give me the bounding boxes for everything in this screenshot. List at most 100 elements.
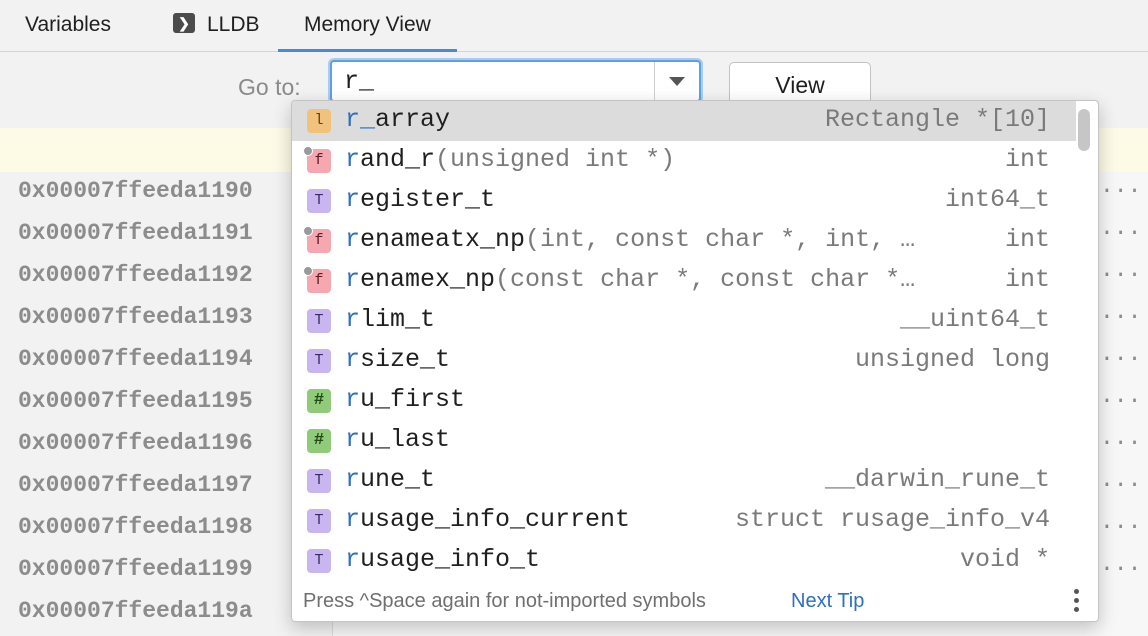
- typedef-icon: T: [307, 469, 331, 493]
- completion-match: r: [345, 425, 361, 454]
- completion-match: r: [345, 385, 361, 414]
- completion-rest: enameatx_np: [360, 225, 526, 254]
- completion-item-name: rsize_t: [345, 345, 450, 374]
- tab-memory-view[interactable]: Memory View: [278, 0, 457, 53]
- completion-item-name: rune_t: [345, 465, 435, 494]
- function-icon: f: [303, 146, 331, 173]
- completion-item[interactable]: # ru_last: [292, 421, 1076, 461]
- completion-rest: une_t: [360, 465, 436, 494]
- memory-address: 0x00007ffeeda1192: [18, 262, 253, 288]
- completion-item[interactable]: T rune_t __darwin_rune_t: [292, 461, 1076, 501]
- tab-variables[interactable]: Variables: [25, 0, 111, 52]
- completion-item[interactable]: T rsize_t unsigned long: [292, 341, 1076, 381]
- completion-match: r: [345, 225, 361, 254]
- completion-match: r: [345, 145, 361, 174]
- completion-item[interactable]: T rusage_info_current struct rusage_info…: [292, 501, 1076, 541]
- memory-row-overflow: ···: [1100, 388, 1142, 414]
- next-tip-link[interactable]: Next Tip: [791, 590, 865, 612]
- completion-item-type: int: [1004, 145, 1050, 174]
- goto-combobox[interactable]: r_: [330, 60, 701, 102]
- goto-label: Go to:: [238, 74, 301, 100]
- completion-rest: egister_t: [360, 185, 496, 214]
- completion-item[interactable]: f renamex_np(const char *, const char *……: [292, 261, 1076, 301]
- completion-params: (unsigned int *): [435, 145, 676, 174]
- active-tab-indicator: [278, 49, 457, 53]
- completion-item-name: ru_last: [345, 425, 450, 454]
- completion-match: r: [345, 305, 361, 334]
- goto-input[interactable]: r_: [344, 67, 375, 96]
- function-icon: f: [303, 226, 331, 253]
- completion-match: r: [345, 505, 361, 534]
- memory-row-overflow: ···: [1100, 514, 1142, 540]
- typedef-icon: T: [307, 189, 331, 213]
- completion-item[interactable]: f renameatx_np(int, const char *, int, ……: [292, 221, 1076, 261]
- completion-rest: lim_t: [360, 305, 436, 334]
- completion-match: r: [345, 345, 361, 374]
- badge-letter: f: [314, 232, 324, 249]
- memory-address: 0x00007ffeeda1197: [18, 472, 253, 498]
- completion-match: r: [345, 545, 361, 574]
- completion-item-name: ru_first: [345, 385, 465, 414]
- pin-icon: [303, 146, 313, 156]
- completion-item[interactable]: T rusage_info_t void *: [292, 541, 1076, 581]
- completion-item[interactable]: T rlim_t __uint64_t: [292, 301, 1076, 341]
- tab-variables-label: Variables: [25, 13, 111, 36]
- memory-row-overflow: ···: [1100, 472, 1142, 498]
- local-variable-icon: l: [307, 109, 331, 133]
- completion-item-type: __darwin_rune_t: [824, 465, 1050, 494]
- completion-item[interactable]: # ru_first: [292, 381, 1076, 421]
- completion-item-type: int: [1004, 265, 1050, 294]
- address-column: [0, 172, 333, 636]
- memory-row-overflow: ···: [1100, 304, 1142, 330]
- popup-scrollbar[interactable]: [1078, 109, 1090, 151]
- completion-item-name: renamex_np(const char *, const char *…: [345, 265, 915, 294]
- tab-lldb-label: LLDB: [207, 13, 260, 36]
- completion-item[interactable]: l r_array Rectangle *[10]: [292, 101, 1076, 141]
- completion-rest: usage_info_current: [360, 505, 631, 534]
- popup-footer: Press ^Space again for not-imported symb…: [292, 581, 1098, 621]
- memory-row-overflow: ···: [1100, 220, 1142, 246]
- footer-hint: Press ^Space again for not-imported symb…: [303, 590, 706, 612]
- chevron-down-icon[interactable]: [669, 77, 685, 86]
- memory-address: 0x00007ffeeda119a: [18, 598, 253, 624]
- completion-rest: array: [375, 105, 451, 134]
- memory-row-overflow: ···: [1100, 262, 1142, 288]
- completion-rest: u_first: [360, 385, 466, 414]
- completion-item-type: int: [1004, 225, 1050, 254]
- completion-item-type: unsigned long: [854, 345, 1050, 374]
- tab-memory-view-label: Memory View: [304, 13, 431, 36]
- more-options-icon[interactable]: [1074, 589, 1079, 613]
- memory-row-overflow: ···: [1100, 556, 1142, 582]
- completion-rest: size_t: [360, 345, 451, 374]
- tab-bar: Variables ❯ LLDB Memory View: [0, 0, 1148, 53]
- typedef-icon: T: [307, 549, 331, 573]
- completion-item-type: Rectangle *[10]: [824, 105, 1050, 134]
- badge-letter: f: [314, 152, 324, 169]
- completion-rest: enamex_np: [360, 265, 496, 294]
- pin-icon: [303, 226, 313, 236]
- completion-item-name: register_t: [345, 185, 495, 214]
- memory-row-overflow: ···: [1100, 178, 1142, 204]
- completion-item[interactable]: T register_t int64_t: [292, 181, 1076, 221]
- completion-params: (const char *, const char *…: [495, 265, 916, 294]
- completion-match: r: [345, 265, 361, 294]
- typedef-icon: T: [307, 309, 331, 333]
- completion-item-name: renameatx_np(int, const char *, int, …: [345, 225, 915, 254]
- completion-match: r_: [345, 105, 376, 134]
- pin-icon: [303, 266, 313, 276]
- view-button[interactable]: View: [729, 62, 871, 106]
- memory-address: 0x00007ffeeda1190: [18, 178, 253, 204]
- completion-item-name: rusage_info_current: [345, 505, 630, 534]
- completion-params: (int, const char *, int, …: [525, 225, 916, 254]
- memory-address: 0x00007ffeeda1193: [18, 304, 253, 330]
- terminal-icon: ❯: [173, 13, 195, 34]
- memory-address: 0x00007ffeeda1199: [18, 556, 253, 582]
- completion-rest: usage_info_t: [360, 545, 541, 574]
- memory-row-overflow: ···: [1100, 346, 1142, 372]
- memory-address: 0x00007ffeeda1196: [18, 430, 253, 456]
- completion-popup: l r_array Rectangle *[10] f rand_r(unsig…: [291, 100, 1099, 622]
- tab-lldb[interactable]: ❯ LLDB: [173, 0, 260, 52]
- completion-item[interactable]: f rand_r(unsigned int *) int: [292, 141, 1076, 181]
- completion-item-type: struct rusage_info_v4: [734, 505, 1050, 534]
- combo-divider: [654, 62, 655, 100]
